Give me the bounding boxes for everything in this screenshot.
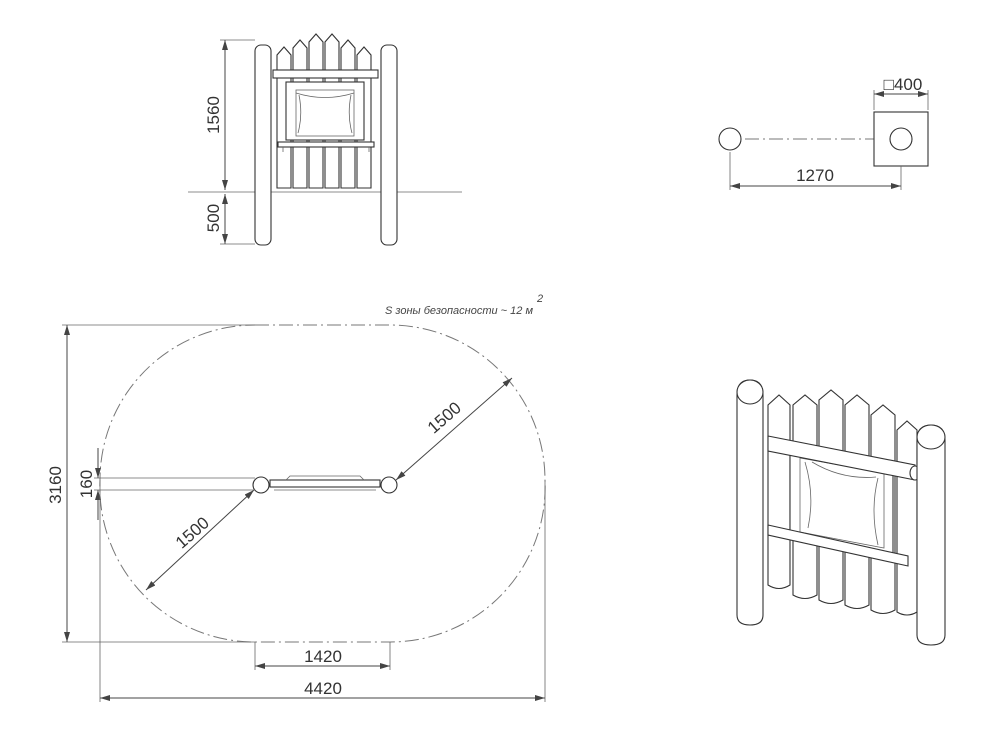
zone-inner-width-label: 1420 — [304, 647, 342, 666]
perspective-bottom-shelf — [767, 524, 909, 567]
safety-zone-view: S зоны безопасности ~ 12 м 2 1500 1500 3… — [46, 293, 546, 702]
dimension-500: 500 — [204, 194, 255, 245]
left-post — [254, 44, 272, 246]
theatre-panel — [285, 81, 365, 141]
zone-total-width-label: 4420 — [304, 679, 342, 698]
plan-square-label: □400 — [884, 75, 923, 94]
dimension-3160: 3160 — [46, 324, 255, 643]
plan-right-post — [889, 127, 913, 151]
dimension-radius-lower: 1500 — [145, 489, 255, 591]
dimension-160: 160 — [77, 448, 255, 520]
curtain-valance — [295, 92, 355, 98]
dimension-4420: 4420 — [99, 480, 546, 702]
dimension-1560: 1560 — [204, 39, 255, 190]
perspective-left-post — [736, 379, 764, 626]
theatre-window — [295, 89, 355, 137]
plan-view: □400 1270 — [718, 75, 929, 190]
perspective-curtain — [811, 461, 877, 478]
top-rail — [272, 69, 379, 79]
dimension-1420: 1420 — [254, 642, 391, 670]
dimension-1270: 1270 — [729, 152, 902, 190]
dimension-radius-upper: 1500 — [395, 377, 513, 481]
zone-inner-label: 160 — [77, 470, 96, 498]
right-post — [380, 44, 398, 246]
plan-left-post — [718, 127, 742, 151]
bottom-shelf — [277, 141, 375, 148]
safety-zone-area-superscript: 2 — [536, 293, 543, 305]
curtain-sides — [297, 94, 353, 134]
front-depth-label: 500 — [204, 204, 223, 232]
plan-spacing-label: 1270 — [796, 166, 834, 185]
perspective-view — [736, 379, 946, 646]
dimension-square-400: □400 — [873, 75, 929, 110]
zone-radius-upper-label: 1500 — [424, 398, 465, 437]
zone-height-label: 3160 — [46, 466, 65, 504]
safety-zone-area-label: S зоны безопасности ~ 12 м — [385, 305, 533, 317]
front-height-label: 1560 — [204, 96, 223, 134]
zone-structure — [252, 475, 398, 494]
front-elevation-view: 1560 500 — [188, 33, 462, 246]
perspective-right-post — [916, 424, 946, 646]
